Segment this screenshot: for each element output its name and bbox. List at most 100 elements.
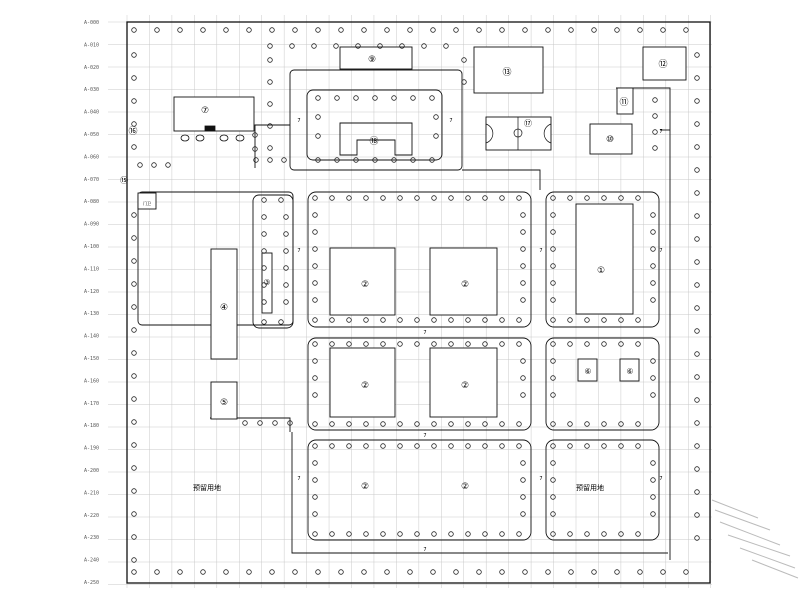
tree-symbol [131,327,137,333]
label-b13: ⑬ [502,67,511,78]
label-b2a: ② [361,280,369,290]
tree-symbol [694,98,700,104]
tree-symbol [550,341,556,347]
tree-symbol [312,358,318,364]
label-b16: ⑯ [128,126,137,137]
tree-symbol [137,162,143,168]
tree-symbol [465,421,471,427]
road-markers: 7 7 7 7 7 7 7 7 7 7 7 7 [297,118,662,553]
tree-symbol [584,341,590,347]
tree-symbol [499,443,505,449]
tree-symbol [242,420,248,426]
building-6b [619,358,640,382]
tree-symbol [550,229,556,235]
tree-symbol [591,569,597,575]
tree-symbol [312,443,318,449]
tree-symbol [433,114,439,120]
svg-text:7: 7 [423,547,426,553]
row-tick-label: A-200 [84,468,99,474]
tree-symbol [397,421,403,427]
tree-symbol [650,358,656,364]
block-west-strip [252,194,294,329]
tree-symbol [177,27,183,33]
tree-symbol [384,27,390,33]
road-link-ne [462,169,541,190]
tree-symbol [363,317,369,323]
tree-symbol [267,57,273,63]
tree-symbol [377,43,383,49]
tree-symbol [614,569,620,575]
tree-symbol [131,350,137,356]
tree-symbol [520,280,526,286]
tree-symbol [584,317,590,323]
building-10 [589,123,633,155]
tree-symbol [361,569,367,575]
tree-symbol [482,341,488,347]
tree-symbol [267,157,273,163]
tree-symbol [334,95,340,101]
tree-symbol [550,317,556,323]
tree-symbol [131,281,137,287]
tree-symbol [550,443,556,449]
tree-symbol [430,569,436,575]
tree-symbol [329,421,335,427]
tree-symbol [448,443,454,449]
row-tick-label: A-160 [84,378,99,384]
tree-symbol [694,213,700,219]
tree-symbol [131,75,137,81]
building-18 [339,122,413,156]
tree-symbol [694,351,700,357]
tree-symbol [333,43,339,49]
tree-symbol [584,421,590,427]
tree-symbol [281,157,287,163]
tree-symbol [289,43,295,49]
tree-symbol [694,144,700,150]
tree-symbol [312,392,318,398]
tree-symbol [131,373,137,379]
tree-symbol [660,569,666,575]
tree-symbol [465,443,471,449]
tree-symbol [520,511,526,517]
tree-symbol [476,569,482,575]
road-link-nw [254,124,290,168]
tree-symbol [448,421,454,427]
tree-symbol [567,317,573,323]
tree-symbol [261,231,267,237]
building-13 [473,46,544,94]
tree-symbol [312,246,318,252]
tree-symbol [261,265,267,271]
tree-symbol [329,341,335,347]
tree-symbol [131,511,137,517]
tree-symbol [257,420,263,426]
tree-symbol [550,212,556,218]
tree-symbol [397,195,403,201]
tree-symbol [253,157,259,163]
tree-symbol [522,569,528,575]
tree-symbol [465,195,471,201]
tree-symbol [346,531,352,537]
tree-symbol [346,443,352,449]
label-b3: ③ [263,278,270,287]
tree-symbol [694,489,700,495]
tree-symbol [200,27,206,33]
tree-symbol [410,157,416,163]
tree-symbol [312,460,318,466]
tree-symbol [131,569,137,575]
row-tick-label: A-170 [84,401,99,407]
tree-symbol [545,569,551,575]
tree-symbol [618,317,624,323]
tree-symbol [448,317,454,323]
tree-symbol [414,531,420,537]
tree-symbol [414,443,420,449]
tree-symbol [520,494,526,500]
tree-symbol [465,341,471,347]
tree-symbol [650,263,656,269]
svg-text:7: 7 [659,248,662,254]
tree-symbol [430,27,436,33]
tree-symbol [329,531,335,537]
tree-symbol [329,443,335,449]
tree-symbol [283,231,289,237]
tree-symbol [650,511,656,517]
row-tick-label: A-040 [84,110,99,116]
tree-symbol [346,195,352,201]
